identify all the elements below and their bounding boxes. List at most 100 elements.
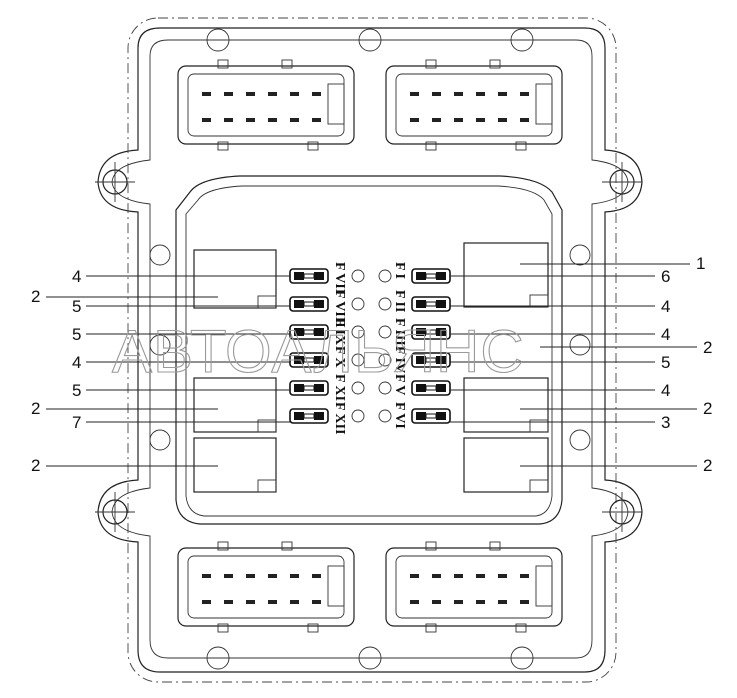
relays xyxy=(193,242,549,493)
relay-right-3 xyxy=(463,437,549,493)
connector-pin xyxy=(454,92,463,96)
led-left-3 xyxy=(351,325,365,339)
fuse-left-3 xyxy=(289,324,329,340)
fuse-id-fx: F X xyxy=(332,346,347,368)
connector-pin xyxy=(268,600,277,604)
fuse-panel xyxy=(175,175,563,525)
callout-left-2: 2 xyxy=(31,287,40,306)
connector-pin xyxy=(202,600,211,604)
connector-pin xyxy=(410,118,419,122)
connector-pin xyxy=(410,92,419,96)
callout-left-1: 4 xyxy=(72,267,81,286)
connector-pin xyxy=(498,600,507,604)
connector-pin xyxy=(290,600,299,604)
connector-2 xyxy=(385,59,563,151)
connector-pin xyxy=(312,574,321,578)
callout-right-3: 4 xyxy=(661,297,670,316)
fuse-ids-left: F VII F VIII F IX F X F XI F XII xyxy=(332,262,347,435)
connector-pin xyxy=(224,118,233,122)
fuse-id-fiv: F IV xyxy=(392,346,407,373)
led-right-4 xyxy=(378,353,392,367)
connector-pin xyxy=(520,118,529,122)
callout-left-6: 5 xyxy=(72,381,81,400)
fuse-ids-right: F I F II F III F IV F V F VI xyxy=(392,262,407,429)
fuse-id-fix: F IX xyxy=(332,318,347,345)
relay-right-1 xyxy=(463,242,549,308)
connector-blocks xyxy=(177,59,563,633)
fuse-right-3 xyxy=(411,324,451,340)
connector-pin xyxy=(432,574,441,578)
fuse-left-5 xyxy=(289,380,329,396)
connector-pin xyxy=(268,92,277,96)
fuse-id-fii: F II xyxy=(392,290,407,312)
connector-pin xyxy=(312,600,321,604)
connector-pin xyxy=(246,574,255,578)
relay-left-2 xyxy=(193,377,277,433)
connector-pin xyxy=(224,600,233,604)
callout-right-2: 6 xyxy=(661,267,670,286)
connector-pin xyxy=(454,574,463,578)
led-right-3 xyxy=(378,325,392,339)
callout-right-5: 2 xyxy=(703,338,712,357)
led-right-2 xyxy=(378,297,392,311)
callout-left-9: 2 xyxy=(31,456,40,475)
fuse-left-1 xyxy=(289,268,329,284)
led-left-2 xyxy=(351,297,365,311)
fuse-id-fi: F I xyxy=(392,262,407,279)
watermark: АВТОАЛЬЯНС xyxy=(112,318,525,385)
callout-left-8: 7 xyxy=(72,413,81,432)
connector-pin xyxy=(454,600,463,604)
callout-right-1: 1 xyxy=(696,254,705,273)
left-callouts: 4 2 5 5 4 5 2 7 2 xyxy=(31,267,81,475)
connector-pin xyxy=(476,92,485,96)
callout-left-5: 4 xyxy=(72,353,81,372)
fuse-id-fvii: F VII xyxy=(332,262,347,294)
connector-pin xyxy=(432,92,441,96)
fuse-id-fvi: F VI xyxy=(392,402,407,429)
led-left-1 xyxy=(351,269,365,283)
fuse-id-fxii: F XII xyxy=(332,402,347,435)
connector-4 xyxy=(385,541,563,633)
connector-pin xyxy=(246,118,255,122)
fuse-right-5 xyxy=(411,380,451,396)
fuse-right-2 xyxy=(411,296,451,312)
callout-left-3: 5 xyxy=(72,297,81,316)
connector-pin xyxy=(290,92,299,96)
connector-pin xyxy=(498,574,507,578)
connector-pin xyxy=(410,574,419,578)
connector-pin xyxy=(476,574,485,578)
fuse-left-2 xyxy=(289,296,329,312)
connector-1 xyxy=(177,59,355,151)
fuse-id-fiii: F III xyxy=(392,318,407,346)
mounting-holes xyxy=(95,28,642,670)
relay-right-2 xyxy=(463,377,549,433)
connector-pin xyxy=(290,574,299,578)
connector-pin xyxy=(312,92,321,96)
fuse-right-4 xyxy=(411,352,451,368)
connector-pin xyxy=(202,92,211,96)
connector-pin xyxy=(202,118,211,122)
callout-right-6: 5 xyxy=(661,353,670,372)
connector-pin xyxy=(432,118,441,122)
led-left-5 xyxy=(351,381,365,395)
callout-left-7: 2 xyxy=(31,399,40,418)
callout-right-8: 2 xyxy=(703,399,712,418)
connector-pin xyxy=(520,600,529,604)
connector-pin xyxy=(246,600,255,604)
fuse-id-fviii: F VIII xyxy=(332,290,347,328)
leader-lines xyxy=(46,263,697,467)
relay-left-1 xyxy=(193,249,277,309)
connector-pin xyxy=(268,574,277,578)
led-left-6 xyxy=(351,409,365,423)
connector-pin xyxy=(224,574,233,578)
connector-pin xyxy=(498,92,507,96)
led-left-4 xyxy=(351,353,365,367)
fuse-right-6 xyxy=(411,408,451,424)
connector-pin xyxy=(224,92,233,96)
connector-pin xyxy=(268,118,277,122)
fuse-left-6 xyxy=(289,408,329,424)
connector-pin xyxy=(290,118,299,122)
right-callouts: 1 6 4 4 2 5 4 2 3 2 xyxy=(661,254,712,475)
connector-pin xyxy=(498,118,507,122)
